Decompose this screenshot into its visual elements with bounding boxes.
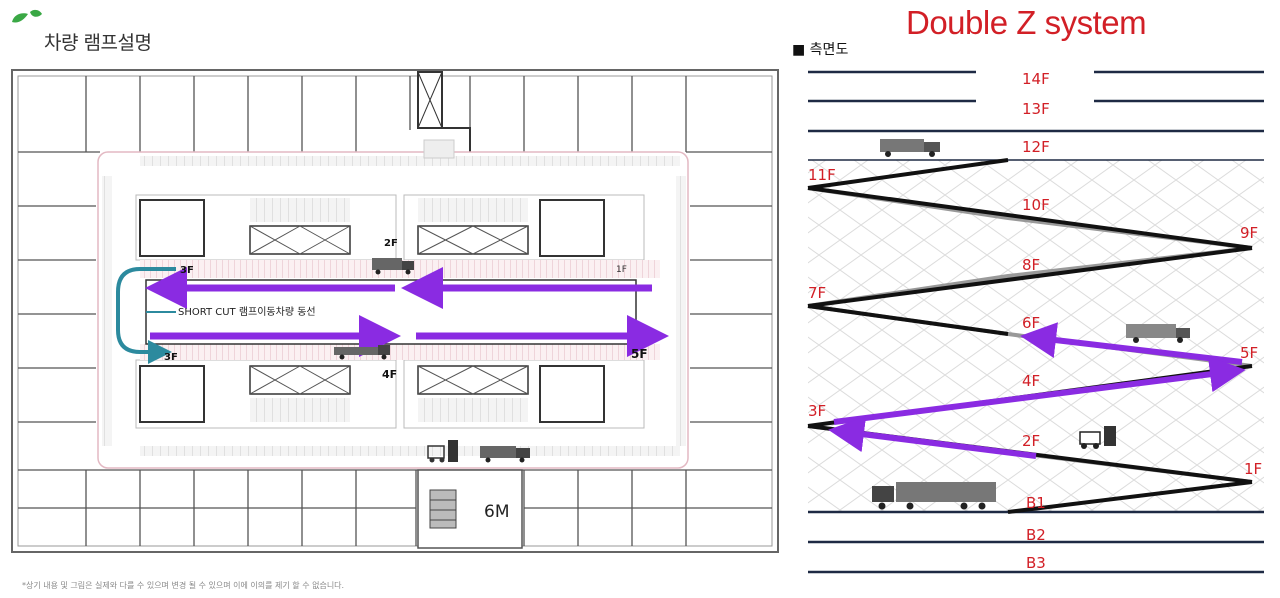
truck-icon <box>872 482 996 510</box>
truck-icon <box>372 258 414 275</box>
stall-band-bottom <box>140 446 680 456</box>
floor-label-4f: 4F <box>1022 372 1040 390</box>
section-view: 14F 13F 12F 11F 10F 9F 8F 7F 6F 5F 4F 3F… <box>807 70 1264 574</box>
stall-band-right <box>676 176 686 446</box>
plan-grid <box>18 76 772 546</box>
floor-label-12f: 12F <box>1022 138 1050 156</box>
leaf-logo-icon <box>12 9 42 23</box>
right-title: Double Z system <box>906 4 1147 41</box>
floor-plan: 3F 2F 1F 3F 4F 5F SHORT CUT 램프이동차량 동선 6M <box>11 69 779 553</box>
shortcut-label: SHORT CUT 램프이동차량 동선 <box>178 306 316 318</box>
plan-label-4f: 4F <box>382 368 397 381</box>
truck-icon <box>880 139 940 157</box>
floor-label-5f: 5F <box>1240 344 1258 362</box>
section-floor-labels: 14F 13F 12F 11F 10F 9F 8F 7F 6F 5F 4F 3F… <box>808 70 1262 572</box>
stall-band-top <box>140 156 680 166</box>
floor-label-10f: 10F <box>1022 196 1050 214</box>
floor-label-b3: B3 <box>1026 554 1046 572</box>
shortcut-arrow <box>116 267 176 364</box>
plan-label-3f-top: 3F <box>180 265 194 276</box>
inner-core-bottom <box>135 344 660 429</box>
left-title: 차량 램프설명 <box>44 32 152 54</box>
floor-label-7f: 7F <box>808 284 826 302</box>
plan-label-2f: 2F <box>384 238 398 249</box>
floor-label-8f: 8F <box>1022 256 1040 274</box>
side-view-label: ■ 측면도 <box>792 42 849 58</box>
plan-outline <box>11 69 779 553</box>
floor-label-2f: 2F <box>1022 432 1040 450</box>
top-shaft <box>417 71 471 152</box>
floor-label-14f: 14F <box>1022 70 1050 88</box>
truck-icon <box>480 446 530 463</box>
elevator-block <box>417 469 523 549</box>
floor-label-13f: 13F <box>1022 100 1050 118</box>
section-arrow-3f-5f <box>833 356 1246 425</box>
plan-label-5f: 5F <box>631 347 648 361</box>
floor-label-3f: 3F <box>808 402 826 420</box>
stall-band-left <box>102 176 112 446</box>
forklift-icon <box>427 440 458 463</box>
floor-label-6f: 6F <box>1022 314 1040 332</box>
footnote: *상기 내용 및 그림은 실제와 다를 수 있으며 변경 될 수 있으며 이에 … <box>22 581 345 590</box>
plan-inner-outline <box>17 75 773 547</box>
plan-label-3f-bottom: 3F <box>164 352 178 363</box>
forklift-icon <box>1079 426 1116 449</box>
truck-icon <box>1126 324 1190 343</box>
truck-icon <box>334 345 390 360</box>
plan-label-1f: 1F <box>616 265 627 275</box>
floor-label-b2: B2 <box>1026 526 1046 544</box>
floor-label-b1: B1 <box>1026 494 1046 512</box>
inner-core-top <box>135 194 660 278</box>
section-arrow-2f-3f <box>828 416 1037 459</box>
slab-lines <box>808 70 1264 574</box>
floor-label-11f: 11F <box>808 166 836 184</box>
floor-label-1f: 1F <box>1244 460 1262 478</box>
elevator-label: 6M <box>484 502 509 522</box>
floor-label-9f: 9F <box>1240 224 1258 242</box>
stair-block-top <box>423 139 455 159</box>
